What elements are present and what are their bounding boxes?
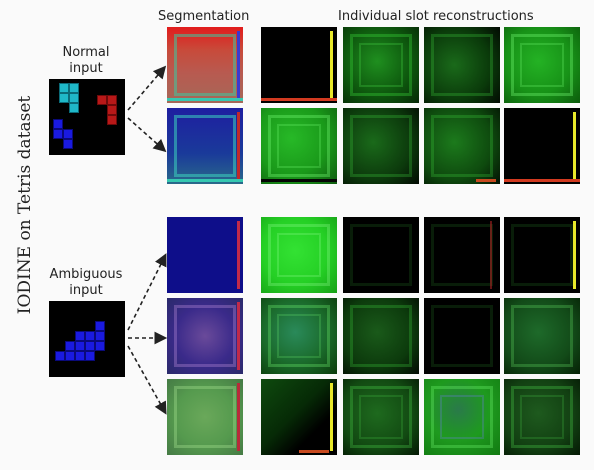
tetris-block [59,83,69,93]
slot-reconstruction [424,217,500,293]
arrow [127,253,167,331]
normal-input-label: Normal input [46,45,126,77]
tetris-block [69,103,79,113]
slot-reconstruction [261,379,337,455]
slot-reconstruction [343,108,419,184]
ambiguous-input-label-line1: Ambiguous [49,267,123,282]
slot-reconstruction [343,379,419,455]
slot-reconstruction [504,27,580,103]
tetris-block [85,341,95,351]
tetris-block [53,129,63,139]
tetris-block [107,115,117,125]
tetris-block [95,331,105,341]
normal-input-label-line2: input [69,61,103,76]
segmentation-image [167,108,243,184]
arrow [127,65,167,111]
tetris-block [59,93,69,103]
tetris-block [75,351,85,361]
segmentation-image [167,298,243,374]
tetris-block [97,95,107,105]
tetris-block [85,351,95,361]
ambiguous-input-image [49,301,125,377]
tetris-block [69,93,79,103]
slot-reconstruction [504,108,580,184]
ambiguous-input-label-line2: input [69,283,103,298]
tetris-block [85,331,95,341]
slot-reconstruction [343,217,419,293]
slot-reconstruction [261,217,337,293]
normal-input-label-line1: Normal [62,45,110,60]
slot-reconstruction [343,27,419,103]
tetris-block [107,95,117,105]
segmentation-image [167,217,243,293]
arrow [127,345,167,415]
slot-reconstruction [261,298,337,374]
segmentation-image [167,27,243,103]
slot-reconstruction [504,217,580,293]
slot-reconstruction [424,379,500,455]
ambiguous-input-label: Ambiguous input [40,267,132,299]
slot-reconstructions-header: Individual slot reconstructions [338,9,534,24]
slot-reconstruction [424,108,500,184]
normal-input-image [49,79,125,155]
tetris-block [75,341,85,351]
tetris-block [63,129,73,139]
tetris-block [65,341,75,351]
tetris-block [55,351,65,361]
slot-reconstruction [343,298,419,374]
tetris-block [69,83,79,93]
arrow [127,117,167,153]
slot-reconstruction [261,108,337,184]
slot-reconstruction [261,27,337,103]
segmentation-image [167,379,243,455]
tetris-block [75,331,85,341]
slot-reconstruction [504,298,580,374]
slot-reconstruction [424,27,500,103]
tetris-block [65,351,75,361]
tetris-block [53,119,63,129]
tetris-block [63,139,73,149]
slot-reconstruction [504,379,580,455]
tetris-block [107,105,117,115]
tetris-block [95,341,105,351]
tetris-block [95,321,105,331]
segmentation-header: Segmentation [158,9,250,24]
slot-reconstruction [424,298,500,374]
